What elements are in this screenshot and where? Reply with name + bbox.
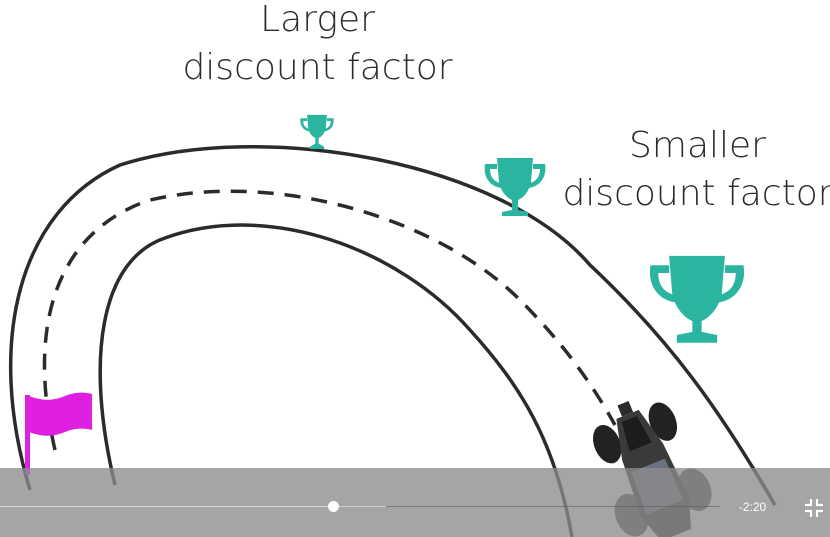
exit-fullscreen-icon bbox=[805, 499, 823, 517]
progress-buffered[interactable] bbox=[334, 506, 386, 507]
track-outer-edge bbox=[8, 145, 777, 506]
larger-label-line1: Larger bbox=[260, 0, 375, 40]
video-controls-bar: -2:20 bbox=[0, 468, 830, 537]
finish-flag-icon bbox=[25, 392, 92, 475]
progress-remaining[interactable] bbox=[386, 506, 720, 507]
large-trophy-icon bbox=[649, 255, 745, 343]
smaller-discount-label: Smaller discount factor bbox=[560, 128, 830, 212]
smaller-label-line1: Smaller bbox=[629, 125, 766, 166]
medium-trophy-icon bbox=[484, 158, 546, 216]
smaller-label-line2: discount factor bbox=[562, 173, 830, 214]
time-remaining: -2:20 bbox=[738, 500, 767, 514]
small-trophy-icon bbox=[300, 114, 334, 149]
exit-fullscreen-button[interactable] bbox=[802, 496, 826, 520]
progress-played[interactable] bbox=[0, 506, 334, 507]
track-inner-edge bbox=[98, 223, 574, 537]
larger-discount-label: Larger discount factor bbox=[170, 2, 465, 86]
larger-label-line2: discount factor bbox=[182, 47, 453, 88]
track-center-line bbox=[42, 189, 617, 451]
scrub-handle[interactable] bbox=[328, 501, 339, 512]
